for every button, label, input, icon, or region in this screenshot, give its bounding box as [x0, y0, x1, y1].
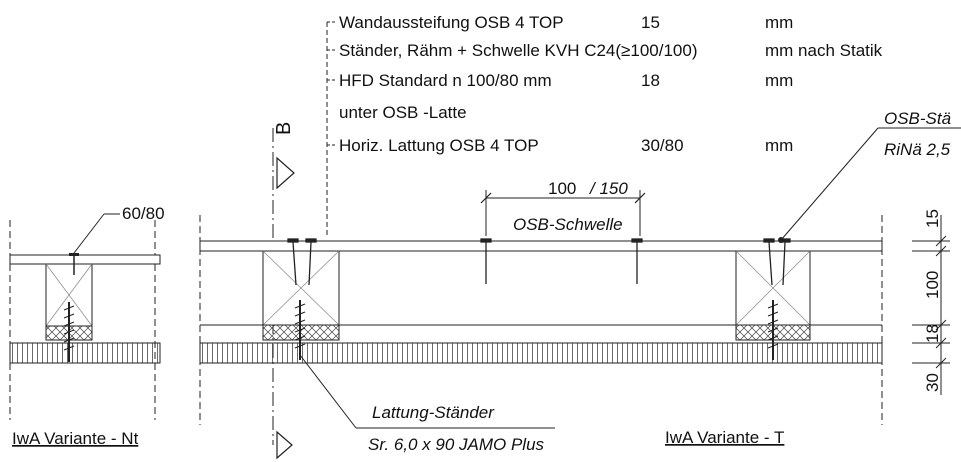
- legend-unit: mm: [765, 13, 793, 32]
- legend-unit: mm: [765, 136, 793, 155]
- spacing-main-label: 100: [548, 179, 576, 198]
- section-axis: B: [272, 122, 295, 460]
- legend-name: Ständer, Rähm + Schwelle KVH C24(≥100/10…: [339, 41, 698, 60]
- screw-spec-label: Sr. 6,0 x 90 JAMO Plus: [368, 435, 545, 454]
- dimension-label: 18: [923, 324, 942, 343]
- legend-name: Horiz. Lattung OSB 4 TOP: [339, 136, 539, 155]
- spacing-alt-label: / 150: [589, 179, 628, 198]
- dimension-chain: 15 100 18 30: [912, 209, 950, 395]
- section-mark-label: B: [273, 122, 295, 135]
- dimension-label: 100: [923, 271, 942, 299]
- legend-unit: mm nach Statik: [765, 41, 883, 60]
- detail-variant-nt: 60/80 IwA Variante - Nt: [9, 204, 165, 448]
- legend: Wandaussteifung OSB 4 TOP 15 mm Ständer,…: [326, 13, 883, 235]
- legend-value: 30/80: [641, 136, 684, 155]
- section-arrow-top-icon: [276, 156, 295, 190]
- legend-name: Wandaussteifung OSB 4 TOP: [339, 13, 564, 32]
- legend-value: 18: [641, 71, 660, 90]
- dimension-label: 30: [923, 373, 942, 392]
- legend-name: unter OSB -Latte: [339, 103, 467, 122]
- osb-staender-sub-label: RiNä 2,5: [884, 140, 951, 159]
- legend-unit: mm: [765, 71, 793, 90]
- osb-board-top: [199, 240, 883, 252]
- osb-schwelle-label: OSB-Schwelle: [513, 215, 623, 234]
- section-arrow-bottom-icon: [276, 430, 293, 460]
- lattung-staender-label: Lattung-Ständer: [372, 403, 495, 422]
- osb-staender-label: OSB-Stä: [884, 109, 951, 128]
- detail-variant-t: 100 / 150 OSB-Schwelle OSB-Stä RiNä 2,5 …: [199, 109, 961, 454]
- variant-t-caption: IwA Variante - T: [665, 428, 784, 447]
- legend-value: 15: [641, 13, 660, 32]
- insulation-board: [199, 342, 883, 364]
- dimension-label: 15: [923, 209, 942, 228]
- variant-nt-caption: IwA Variante - Nt: [12, 429, 139, 448]
- batten-size-label: 60/80: [122, 204, 165, 223]
- legend-name: HFD Standard n 100/80 mm: [339, 71, 552, 90]
